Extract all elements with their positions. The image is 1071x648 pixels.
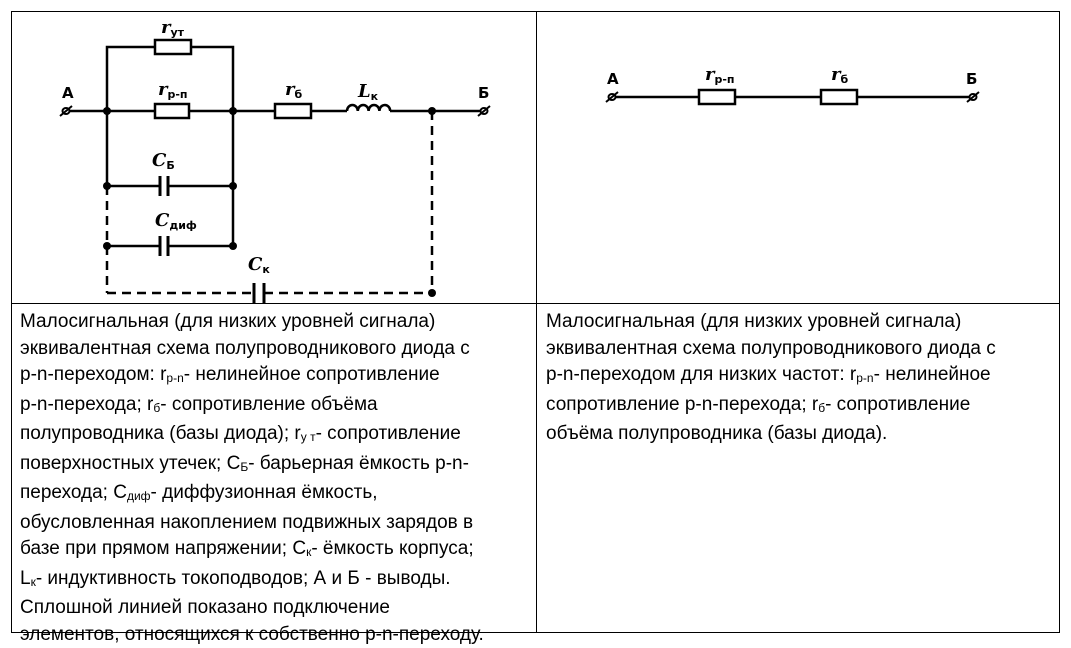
text-run: Малосигнальная (для низких уровней сигна…	[546, 311, 961, 332]
description-line: Lк- индуктивность токоподводов; А и Б - …	[20, 566, 484, 596]
description-line: обусловленная накоплением подвижных заря…	[20, 510, 484, 537]
description-line: p-n-перехода; rб- сопротивление объёма	[20, 392, 484, 422]
text-run: p-n-переходом: r	[20, 364, 166, 385]
text-run: объёма полупроводника (базы диода).	[546, 423, 887, 444]
text-run: Сплошной линией показано подключение	[20, 597, 390, 618]
subscript: диф	[127, 489, 151, 503]
description-line: полупроводника (базы диода); rу т- сопро…	[20, 421, 484, 451]
description-line: перехода; Cдиф- диффузионная ёмкость,	[20, 480, 484, 510]
label-r-pn-lf: rр-п	[705, 64, 735, 86]
text-run: поверхностных утечек; C	[20, 453, 240, 474]
text-run: - ёмкость корпуса;	[311, 538, 473, 559]
description-line: эквивалентная схема полупроводникового д…	[546, 336, 996, 363]
text-run: элементов, относящихся к собственно p-n-…	[20, 624, 484, 645]
subscript: p-n	[166, 371, 183, 385]
text-run: - нелинейное	[874, 364, 991, 385]
right-description: Малосигнальная (для низких уровней сигна…	[546, 309, 996, 448]
text-run: - барьерная ёмкость p-n-	[248, 453, 469, 474]
description-line: Малосигнальная (для низких уровней сигна…	[546, 309, 996, 336]
text-run: p-n-переходом для низких частот: r	[546, 364, 856, 385]
text-run: L	[20, 568, 31, 589]
description-line: объёма полупроводника (базы диода).	[546, 421, 996, 448]
resistor-r-b-lf	[821, 90, 857, 104]
description-line: эквивалентная схема полупроводникового д…	[20, 336, 484, 363]
text-run: - индуктивность токоподводов; А и Б - вы…	[36, 568, 451, 589]
text-run: перехода; C	[20, 482, 127, 503]
description-line: базе при прямом напряжении; Cк- ёмкость …	[20, 536, 484, 566]
description-line: поверхностных утечек; CБ- барьерная ёмко…	[20, 451, 484, 481]
text-run: эквивалентная схема полупроводникового д…	[546, 338, 996, 359]
text-run: - нелинейное сопротивление	[184, 364, 440, 385]
terminal-b-label-lf: Б	[966, 70, 977, 88]
subscript: p-n	[856, 371, 873, 385]
terminal-a-label-lf: А	[607, 70, 619, 88]
description-line: сопротивление p-n-перехода; rб- сопротив…	[546, 392, 996, 422]
text-run: - сопротивление объёма	[160, 394, 377, 415]
text-run: эквивалентная схема полупроводникового д…	[20, 338, 470, 359]
text-run: сопротивление p-n-перехода; r	[546, 394, 818, 415]
text-run: базе при прямом напряжении; C	[20, 538, 306, 559]
left-description: Малосигнальная (для низких уровней сигна…	[20, 309, 484, 648]
description-line: Малосигнальная (для низких уровней сигна…	[20, 309, 484, 336]
text-run: - диффузионная ёмкость,	[151, 482, 378, 503]
description-line: p-n-переходом: rp-n- нелинейное сопротив…	[20, 362, 484, 392]
text-run: Малосигнальная (для низких уровней сигна…	[20, 311, 435, 332]
description-line: p-n-переходом для низких частот: rp-n- н…	[546, 362, 996, 392]
label-r-b-lf: rб	[831, 64, 848, 86]
text-run: - сопротивление	[316, 423, 461, 444]
text-run: p-n-перехода; r	[20, 394, 153, 415]
subscript: у т	[301, 430, 316, 444]
description-line: Сплошной линией показано подключение	[20, 595, 484, 622]
description-line: элементов, относящихся к собственно p-n-…	[20, 622, 484, 648]
text-run: - сопротивление	[825, 394, 970, 415]
resistor-r-pn-lf	[699, 90, 735, 104]
text-run: обусловленная накоплением подвижных заря…	[20, 512, 473, 533]
text-run: полупроводника (базы диода); r	[20, 423, 301, 444]
